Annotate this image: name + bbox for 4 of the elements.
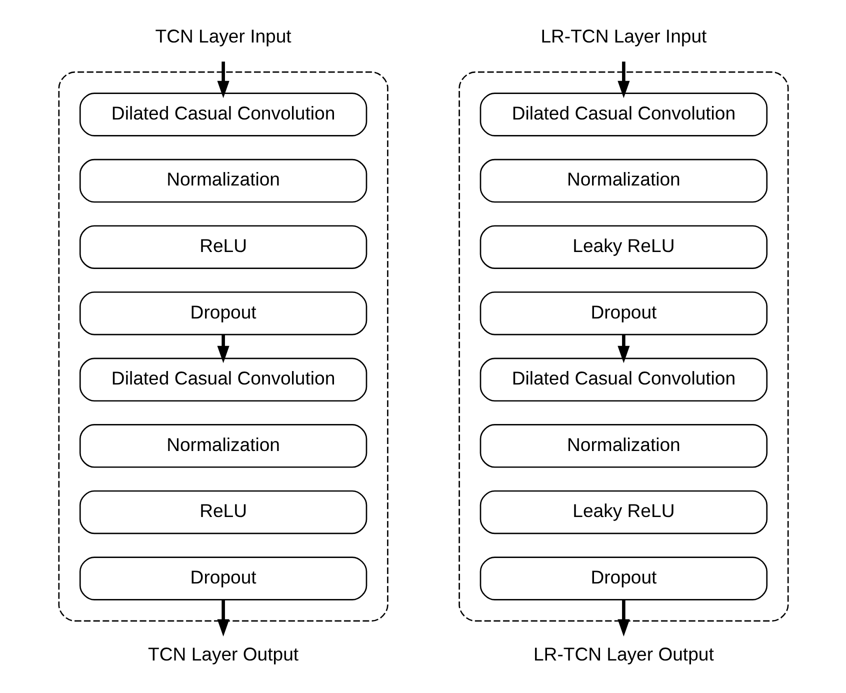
node-text: LR-TCN Layer Input xyxy=(540,26,706,46)
node-text: TCN Layer Output xyxy=(148,643,298,664)
node-text: TCN Layer Input xyxy=(154,26,291,46)
node-text: LR-TCN Layer Output xyxy=(533,643,714,664)
